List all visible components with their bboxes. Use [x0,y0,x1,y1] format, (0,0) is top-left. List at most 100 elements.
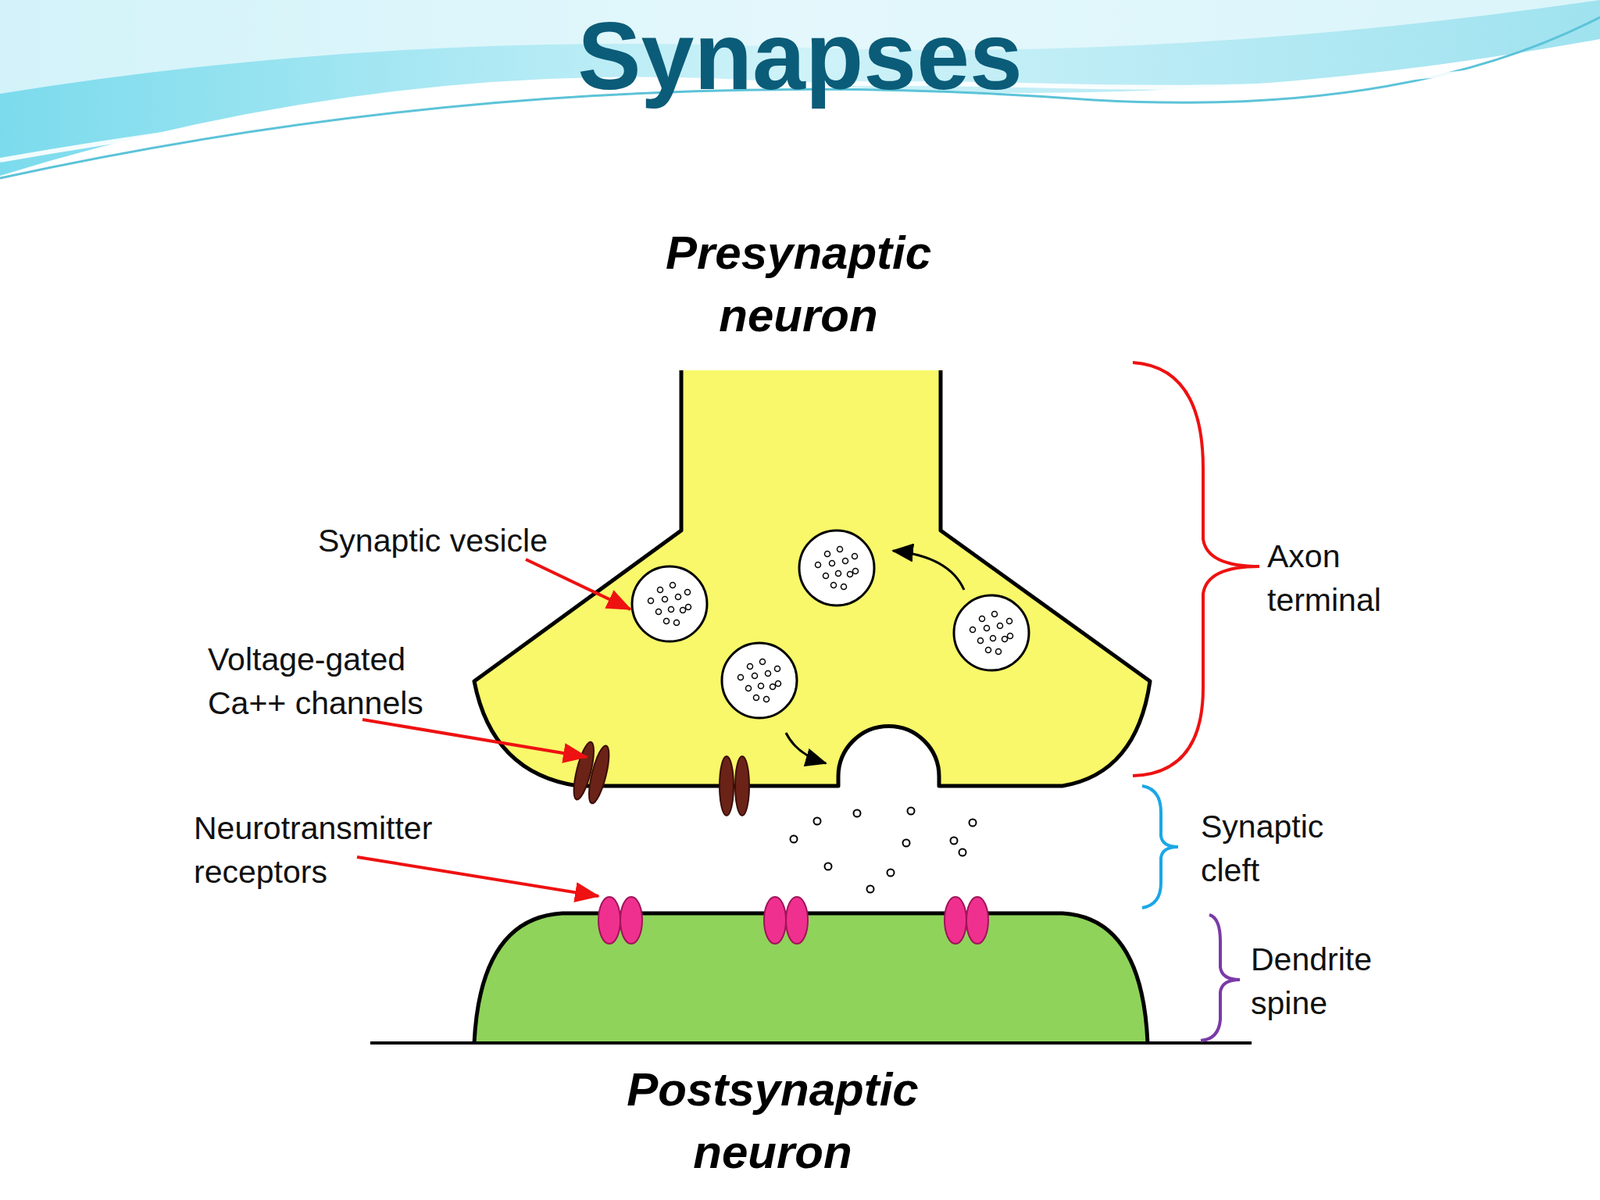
neurotransmitter-dot [887,869,895,877]
part-label: Synaptic vesicle [317,518,548,563]
neuron-fill [474,913,1148,1043]
neurotransmitter-dot [831,582,837,589]
wave-band [0,0,1600,176]
neurotransmitter-dot [752,673,758,679]
synaptic-vesicles [632,530,1029,718]
neurotransmitter-dot [990,635,997,642]
neurotransmitter-dot [969,819,977,827]
neurotransmitter-dot [747,664,754,670]
neurotransmitter-dot [853,810,861,818]
channel-subunit [735,756,750,816]
neurotransmitter-dot [657,587,664,593]
neurotransmitter-dot [764,696,770,703]
neurotransmitter-dot [829,560,836,567]
neurotransmitter-dot [825,551,831,558]
neurotransmitter-dot [1002,636,1008,643]
figure-panel [163,203,1424,1194]
neurotransmitter-dot [959,849,967,857]
neurotransmitter-dot [758,683,765,690]
neurotransmitter-dot [978,638,984,644]
neurotransmitter-dot [992,611,998,618]
motion-arrow [785,732,826,764]
neurotransmitter-dot [842,558,849,565]
curly-bracket [1142,785,1179,908]
vesicle [632,566,708,642]
neuron-heading: Presynaptic neuron [642,221,955,347]
leader-arrow [525,559,631,610]
receptor-subunit [944,896,967,944]
neurotransmitter-dot [984,625,990,632]
neurotransmitter-dot [648,598,654,604]
neurotransmitter-dot [997,623,1004,629]
neurotransmitter-dot [1007,633,1014,640]
postsynaptic-spine: Postsynaptic neuron [370,906,1252,1196]
neurotransmitter-dot [664,618,670,625]
channel-subunit [719,756,734,816]
neuron-heading: Postsynaptic neuron [616,1058,929,1184]
calcium-channel [569,740,613,806]
neurotransmitter-dot [670,582,676,589]
receptor-subunit [620,896,643,944]
neurotransmitter-dot [823,573,829,579]
neurotransmitter-molecules [790,807,977,893]
presynaptic-terminal: Presynaptic neuron [453,218,1172,805]
leader-arrow [357,857,599,897]
neurotransmitter-dot [852,553,858,560]
neurotransmitter-dot [738,675,744,681]
part-label: Neurotransmitter receptors [193,806,483,894]
membrane-line [474,370,1150,786]
vesicle [799,530,875,606]
neurotransmitter-dot [970,627,976,633]
membrane-line [474,913,1148,1043]
neurotransmitter-dot [815,562,822,568]
neurotransmitter-dot [867,885,875,893]
neurotransmitter-dot [770,684,776,690]
channel-subunit [569,740,598,802]
neurotransmitter-dot [656,609,662,615]
neurotransmitter-dot [841,584,847,590]
curly-bracket [1132,362,1260,776]
neurotransmitter-dot [746,685,752,692]
neurotransmitter-dot [907,807,915,815]
neurotransmitter-dot [753,695,760,701]
channel-subunit [585,743,614,805]
receptor-subunit [598,896,621,944]
neurotransmitter-dot [775,681,782,687]
neurotransmitter-dot [837,546,843,553]
neurotransmitter-dot [790,835,798,843]
neuron-fill [474,370,1150,786]
neurotransmitter-dot [765,671,772,677]
slide-title: Synapses [0,1,1600,111]
neurotransmitter-dot [979,616,986,622]
neurotransmitter-dot [680,607,686,614]
motion-arrow [892,550,965,590]
neurotransmitter-dot [662,596,668,603]
neurotransmitter-dot [950,837,958,845]
neurotransmitter-dot [853,568,859,575]
neurotransmitter-dot [825,863,833,871]
part-label: Axon terminal [1267,534,1424,622]
neurotransmitter-dot [903,839,911,847]
membrane-baseline [370,1041,1252,1045]
vesicle [721,642,797,718]
neurotransmitter-dot [685,604,692,611]
vesicle [953,595,1029,671]
neurotransmitter-dot [985,647,992,654]
neurotransmitter-dot [675,594,682,600]
neurotransmitter-dot [674,620,680,626]
neurotransmitter-dot [1007,618,1013,625]
neurotransmitter-dot [775,666,781,672]
receptor-subunit [966,896,989,944]
neurotransmitter-dot [668,607,675,613]
curly-bracket [1200,914,1240,1041]
neurotransmitter-dot [685,589,691,596]
part-label: Dendrite spine [1250,937,1423,1025]
part-label: Synaptic cleft [1200,804,1358,893]
neurotransmitter-dot [814,817,822,825]
neurotransmitter-dot [847,571,854,578]
receptors [598,896,989,944]
